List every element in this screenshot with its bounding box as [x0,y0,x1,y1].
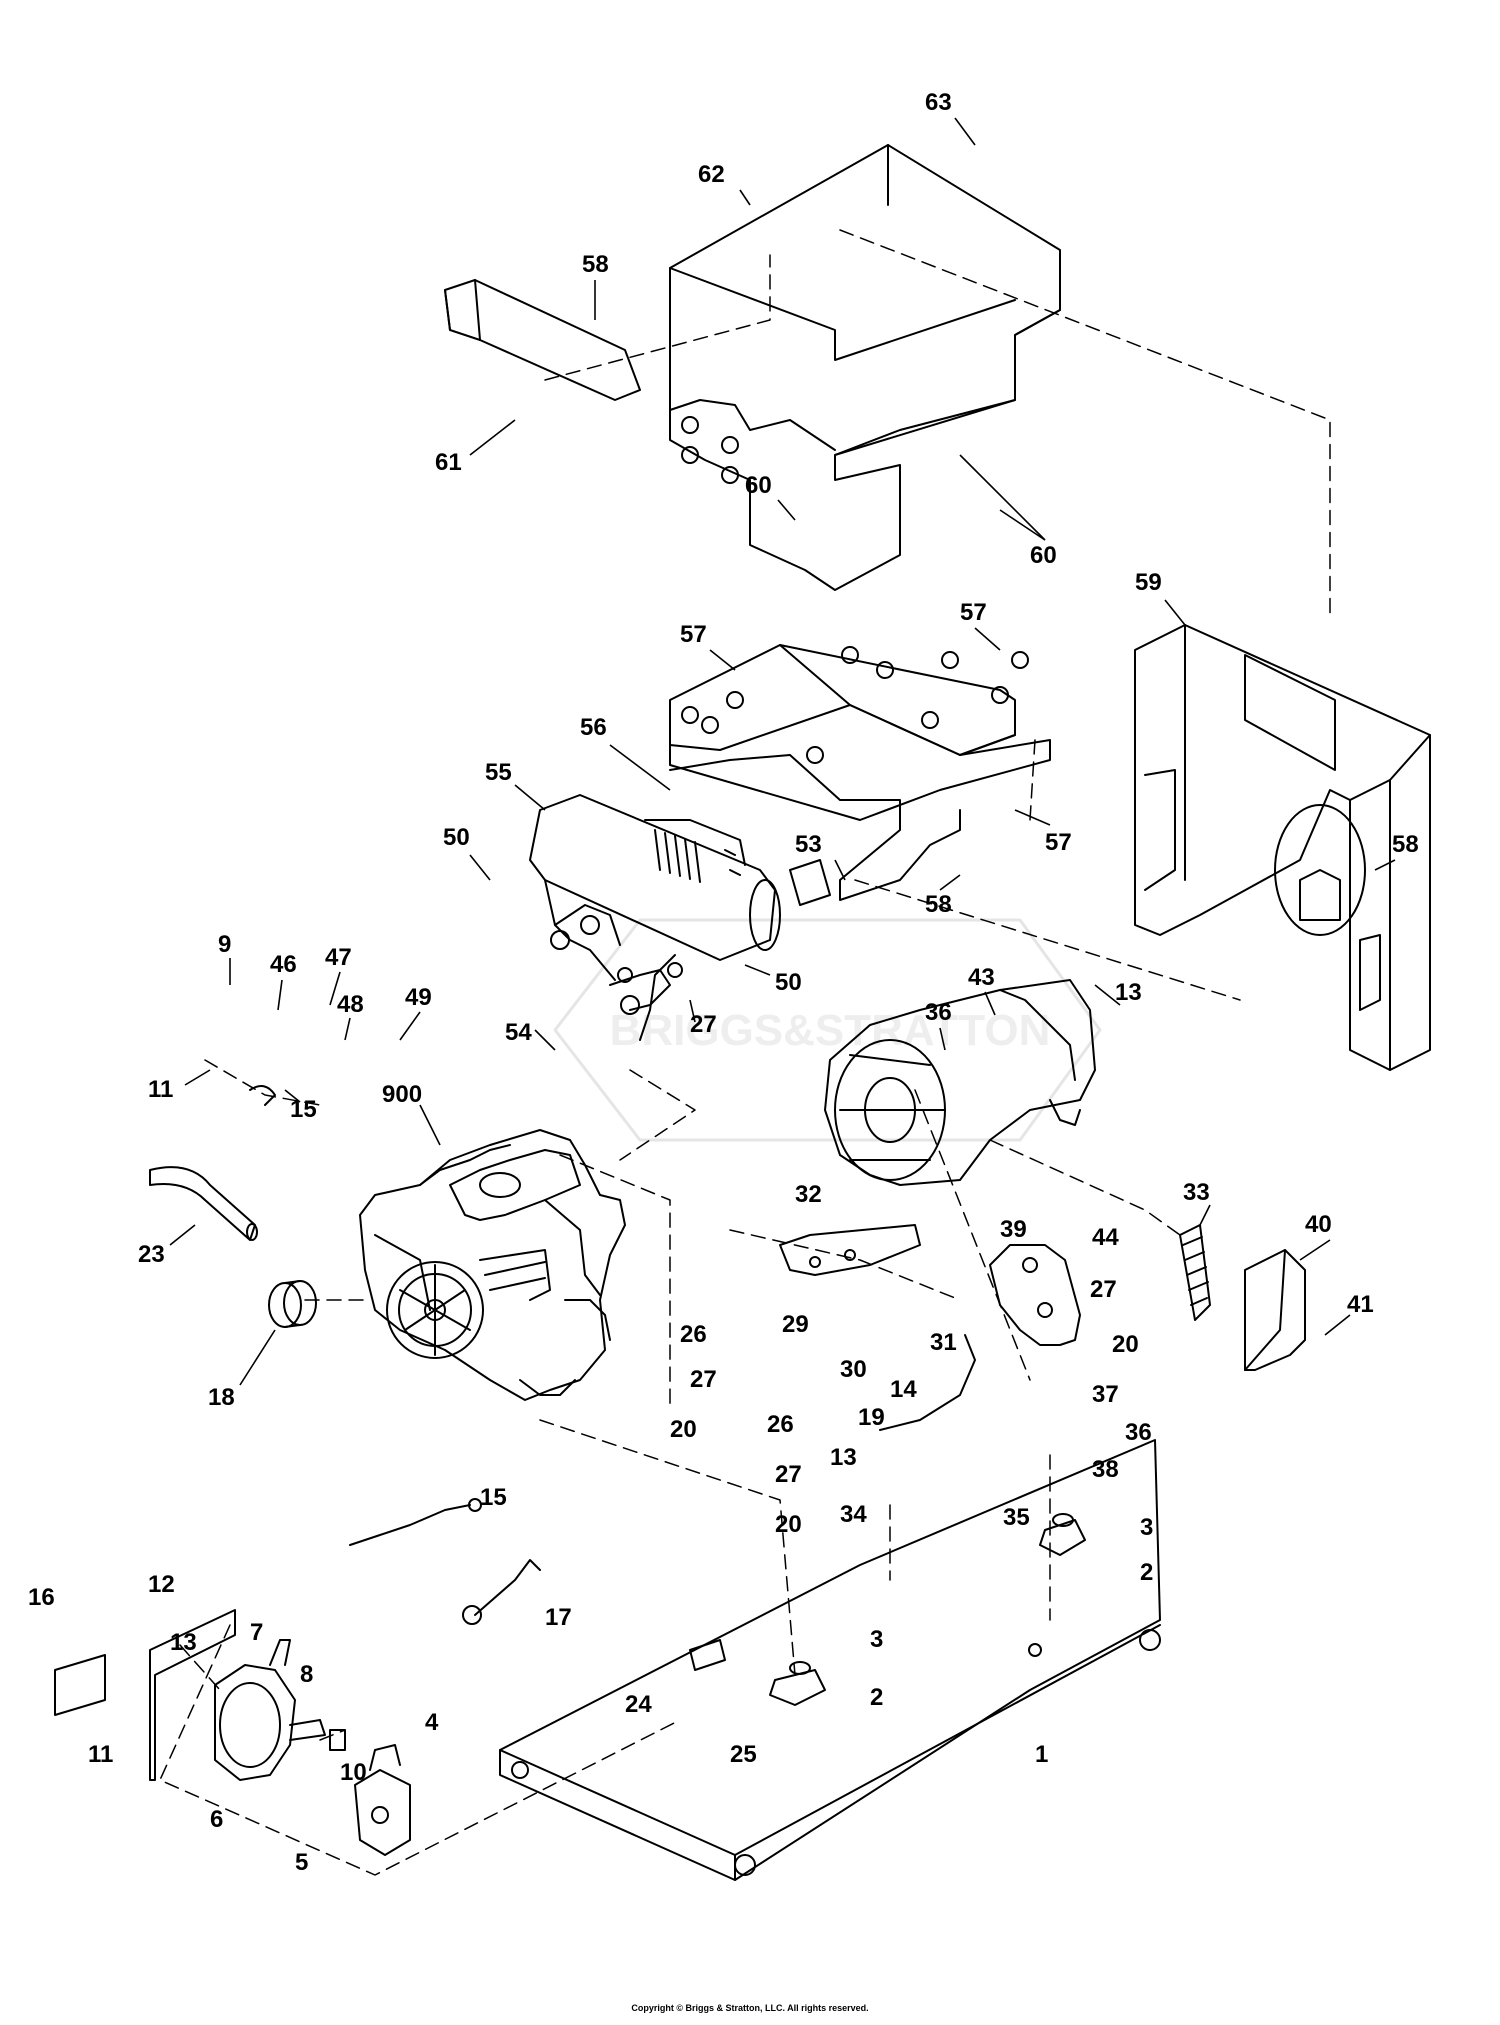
callout-29: 29 [782,1311,809,1338]
callout-58: 58 [582,251,609,278]
callout-3: 3 [1140,1514,1153,1541]
callout-57: 57 [960,599,987,626]
callout-57: 57 [1045,829,1072,856]
callout-10: 10 [340,1759,367,1786]
callout-8: 8 [300,1661,313,1688]
callout-3: 3 [870,1626,883,1653]
callout-39: 39 [1000,1216,1027,1243]
fuel-components [149,1609,411,1856]
air-screen [1179,1224,1211,1321]
callout-53: 53 [795,831,822,858]
muffler [529,794,781,1041]
callout-15: 15 [290,1096,317,1123]
callout-37: 37 [1092,1381,1119,1408]
small-parts [54,859,976,1716]
callout-2: 2 [870,1684,883,1711]
assembly-lines [159,229,1331,1876]
callout-49: 49 [405,984,432,1011]
callout-23: 23 [138,1241,165,1268]
callout-27: 27 [1090,1276,1117,1303]
callout-60: 60 [1030,542,1057,569]
breather-hose [149,1166,258,1241]
callout-5: 5 [295,1849,308,1876]
callout-26: 26 [680,1321,707,1348]
mounting-brackets [779,1224,1081,1346]
callout-48: 48 [337,991,364,1018]
callout-63: 63 [925,89,952,116]
callout-35: 35 [1003,1504,1030,1531]
callout-30: 30 [840,1356,867,1383]
callout-44: 44 [1092,1224,1119,1251]
callout-12: 12 [148,1571,175,1598]
callout-27: 27 [690,1011,717,1038]
callout-15: 15 [480,1484,507,1511]
callout-32: 32 [795,1181,822,1208]
callout-58: 58 [925,891,952,918]
callout-31: 31 [930,1329,957,1356]
callout-56: 56 [580,714,607,741]
callout-55: 55 [485,759,512,786]
callout-20: 20 [775,1511,802,1538]
isolator-mounts [769,1513,1086,1706]
callout-59: 59 [1135,569,1162,596]
callout-34: 34 [840,1501,867,1528]
callout-14: 14 [890,1376,917,1403]
callout-61: 61 [435,449,462,476]
callout-9: 9 [218,931,231,958]
callout-27: 27 [775,1461,802,1488]
copyright-notice: Copyright © Briggs & Stratton, LLC. All … [631,2003,869,2013]
upper-enclosure-cover [669,144,1061,591]
callout-57: 57 [680,621,707,648]
callout-16: 16 [28,1584,55,1611]
callout-27: 27 [690,1366,717,1393]
callout-labels: 63 62 58 61 60 60 59 57 57 57 56 55 50 5… [28,89,1419,1876]
callout-40: 40 [1305,1211,1332,1238]
callout-11: 11 [88,1741,113,1768]
alternator-end-cover [1244,1249,1306,1371]
callout-4: 4 [425,1709,439,1736]
callout-46: 46 [270,951,297,978]
callout-13: 13 [1115,979,1142,1006]
callout-36: 36 [925,999,952,1026]
callout-25: 25 [730,1741,757,1768]
intake-ring [268,1280,317,1328]
callout-20: 20 [670,1416,697,1443]
callout-62: 62 [698,161,725,188]
callout-13: 13 [170,1629,197,1656]
callout-41: 41 [1347,1291,1374,1318]
callout-18: 18 [208,1384,235,1411]
callout-11: 11 [148,1076,173,1103]
base-frame [499,1439,1161,1881]
callout-43: 43 [968,964,995,991]
callout-13: 13 [830,1444,857,1471]
callout-1: 1 [1035,1741,1048,1768]
callout-7: 7 [250,1619,263,1646]
callout-33: 33 [1183,1179,1210,1206]
callout-24: 24 [625,1691,652,1718]
callout-19: 19 [858,1404,885,1431]
watermark-text: BRIGGS&STRATTON [610,1006,1051,1055]
callout-50: 50 [775,969,802,996]
watermark-logo: BRIGGS&STRATTON [553,918,1102,1142]
callout-58: 58 [1392,831,1419,858]
callout-50: 50 [443,824,470,851]
callout-26: 26 [767,1411,794,1438]
callout-17: 17 [545,1604,572,1631]
callout-47: 47 [325,944,352,971]
leader-lines [169,117,1396,1386]
engine [359,1129,626,1401]
callout-54: 54 [505,1019,532,1046]
callout-38: 38 [1092,1456,1119,1483]
callout-20: 20 [1112,1331,1139,1358]
front-trim-panel [444,279,641,401]
alternator [824,979,1096,1186]
callout-2: 2 [1140,1559,1153,1586]
callout-36: 36 [1125,1419,1152,1446]
top-deck-panels [669,644,1051,901]
callout-6: 6 [210,1806,223,1833]
side-enclosure-panel [1134,624,1431,1071]
callout-900: 900 [382,1081,422,1108]
callout-60: 60 [745,472,772,499]
